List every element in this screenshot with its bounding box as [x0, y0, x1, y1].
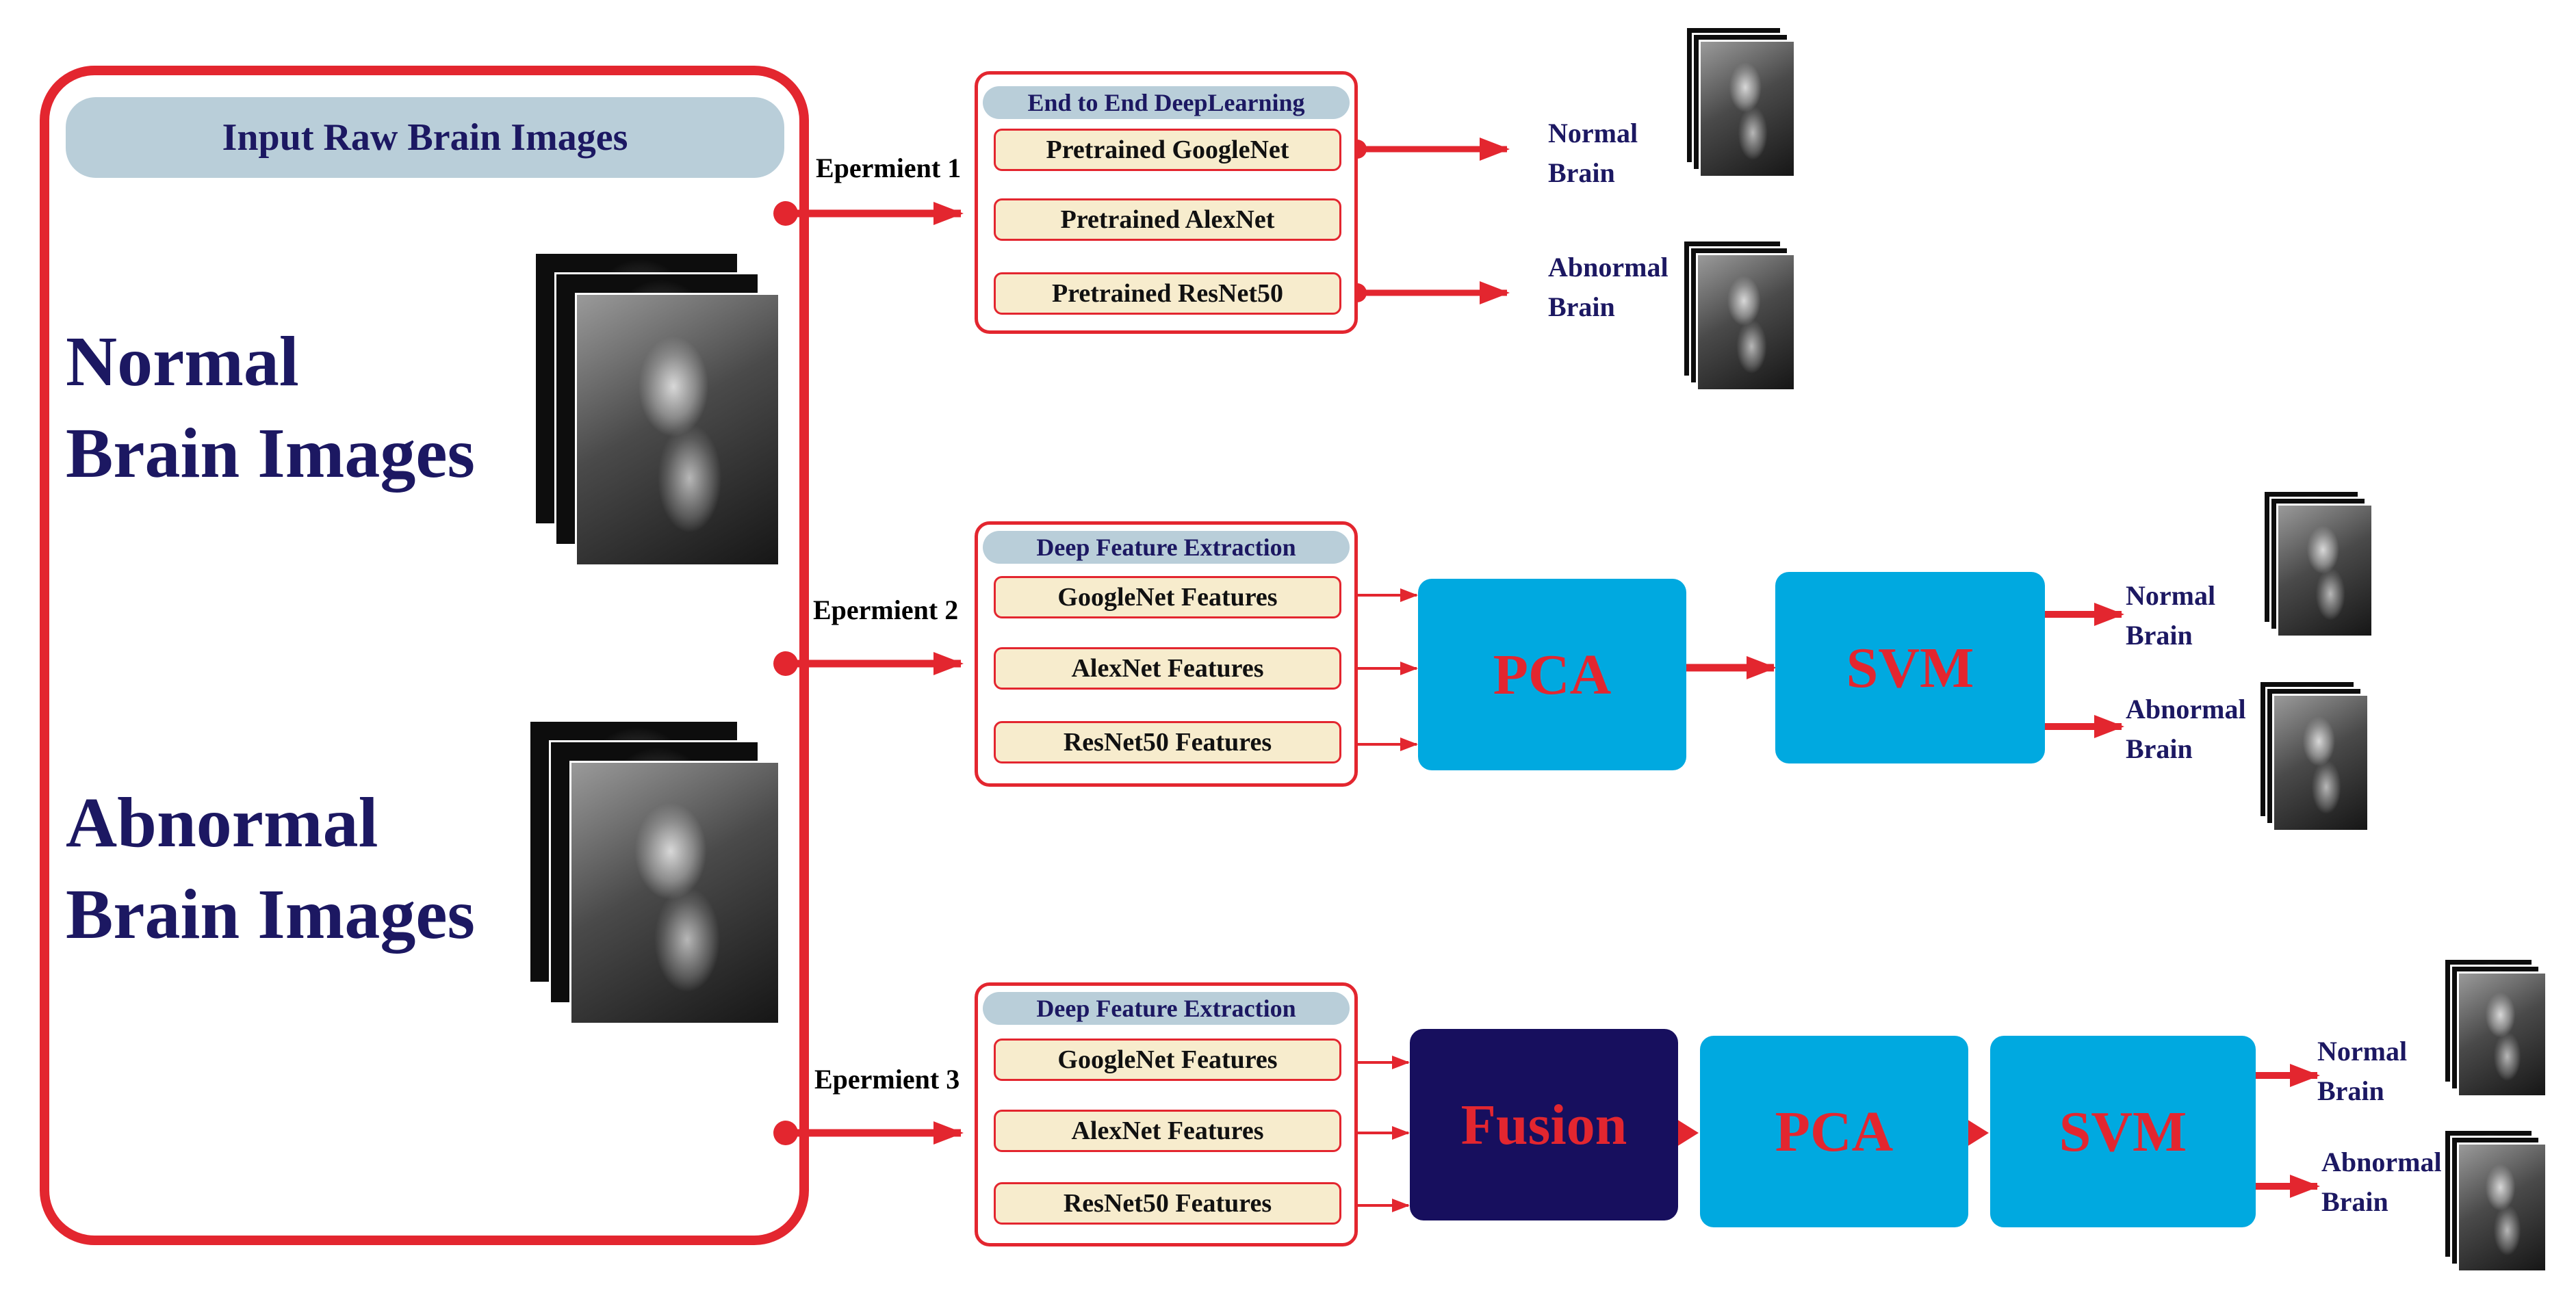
exp2-output-normal: Normal Brain — [2126, 576, 2215, 655]
exp1-output-normal-line2: Brain — [1548, 157, 1615, 188]
exp2-output-abnormal: Abnormal Brain — [2126, 690, 2246, 769]
exp3-output-normal-line2: Brain — [2317, 1075, 2384, 1106]
normal-mri-image — [575, 293, 780, 566]
exp3-fusion-pca-arrowhead — [1677, 1119, 1699, 1147]
exp3-abnormal-thumb-stack — [2443, 1129, 2547, 1272]
exp1-output-abnormal-line1: Abnormal — [1548, 252, 1669, 283]
exp1-item-googlenet: Pretrained GoogleNet — [994, 129, 1341, 171]
abnormal-mri-stack — [528, 720, 780, 1025]
exp3-output-normal: Normal Brain — [2317, 1032, 2407, 1111]
exp3-item-googlenet: GoogleNet Features — [994, 1039, 1341, 1081]
exp1-label: Epermient 1 — [816, 153, 962, 183]
exp3-normal-thumb-stack — [2443, 958, 2547, 1097]
exp1-abnormal-thumb — [1696, 253, 1796, 391]
exp3-label: Epermient 3 — [814, 1064, 960, 1095]
exp3-output-abnormal-line2: Brain — [2321, 1186, 2388, 1217]
input-panel — [40, 66, 809, 1245]
exp1-normal-thumb-stack — [1685, 26, 1796, 178]
exp2-pca-block: PCA — [1418, 579, 1686, 770]
exp2-header: Deep Feature Extraction — [983, 531, 1350, 564]
exp1-item-resnet50: Pretrained ResNet50 — [994, 272, 1341, 315]
exp3-fusion-block: Fusion — [1410, 1029, 1678, 1220]
exp1-output-abnormal: Abnormal Brain — [1548, 248, 1669, 327]
exp2-output-normal-line2: Brain — [2126, 620, 2193, 651]
exp1-output-normal: Normal Brain — [1548, 114, 1638, 193]
exp2-abnormal-thumb-stack — [2258, 680, 2369, 832]
exp2-normal-thumb — [2276, 504, 2373, 638]
normal-mri-stack — [534, 252, 780, 566]
exp2-output-normal-line1: Normal — [2126, 580, 2216, 611]
exp1-output-normal-line1: Normal — [1548, 118, 1638, 148]
exp1-item-alexnet: Pretrained AlexNet — [994, 198, 1341, 241]
exp2-output-abnormal-line1: Abnormal — [2126, 694, 2246, 724]
exp1-header: End to End DeepLearning — [983, 86, 1350, 119]
exp2-label: Epermient 2 — [813, 595, 959, 625]
exp2-output-abnormal-line2: Brain — [2126, 733, 2193, 764]
exp3-output-normal-line1: Normal — [2317, 1036, 2408, 1067]
normal-class-label-line1: Normal — [66, 322, 299, 401]
exp1-normal-thumb — [1699, 40, 1796, 178]
exp3-svm-block: SVM — [1990, 1036, 2256, 1227]
exp2-item-alexnet: AlexNet Features — [994, 647, 1341, 690]
exp3-header: Deep Feature Extraction — [983, 992, 1350, 1025]
exp3-pca-block: PCA — [1700, 1036, 1968, 1227]
input-header: Input Raw Brain Images — [66, 97, 784, 178]
exp2-normal-thumb-stack — [2263, 490, 2373, 638]
exp3-item-resnet50: ResNet50 Features — [994, 1182, 1341, 1225]
abnormal-class-label-line1: Abnormal — [66, 783, 378, 862]
exp3-item-alexnet: AlexNet Features — [994, 1110, 1341, 1152]
abnormal-mri-image — [569, 761, 780, 1025]
exp1-abnormal-thumb-stack — [1682, 239, 1796, 391]
abnormal-class-label-line2: Brain Images — [66, 875, 475, 954]
exp3-normal-thumb — [2457, 971, 2547, 1097]
exp3-pca-svm-arrowhead — [1967, 1119, 1989, 1147]
exp2-item-googlenet: GoogleNet Features — [994, 576, 1341, 618]
normal-class-label: Normal Brain Images — [66, 316, 475, 499]
exp1-output-abnormal-line2: Brain — [1548, 291, 1615, 322]
exp2-abnormal-thumb — [2272, 694, 2369, 832]
exp3-abnormal-thumb — [2457, 1142, 2547, 1272]
exp2-svm-block: SVM — [1775, 572, 2045, 763]
exp3-output-abnormal-line1: Abnormal — [2321, 1147, 2442, 1177]
exp2-item-resnet50: ResNet50 Features — [994, 721, 1341, 763]
exp3-output-abnormal: Abnormal Brain — [2321, 1142, 2442, 1222]
abnormal-class-label: Abnormal Brain Images — [66, 777, 475, 961]
normal-class-label-line2: Brain Images — [66, 414, 475, 493]
